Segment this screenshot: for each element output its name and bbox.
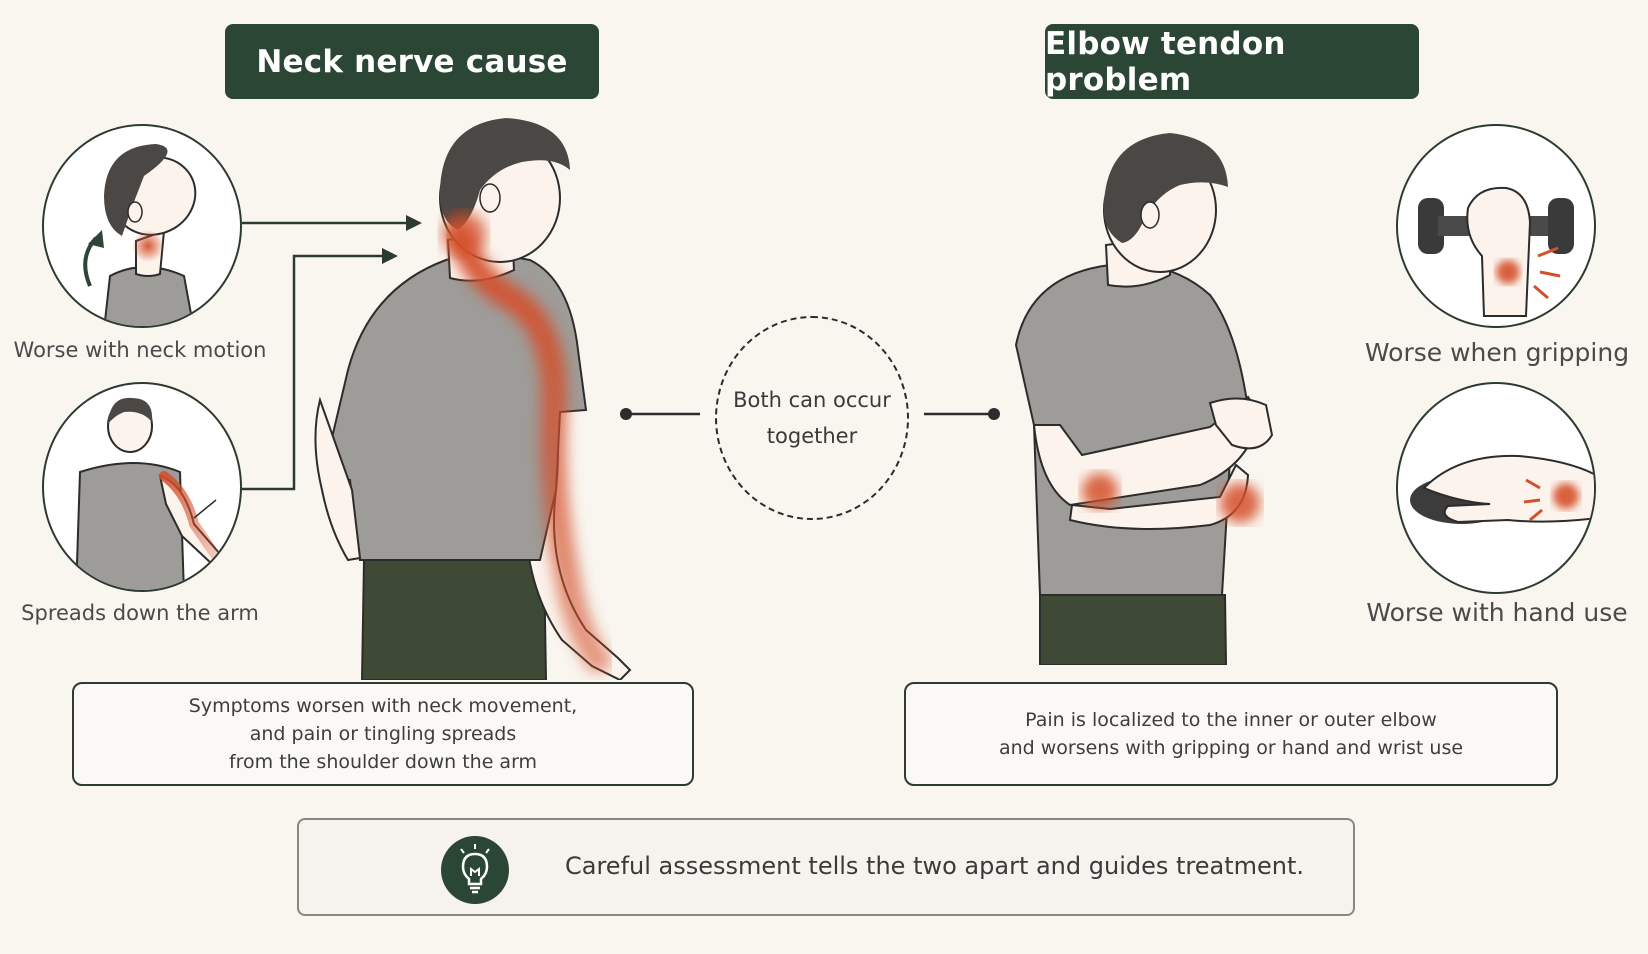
arm-spread-inset [42, 382, 242, 592]
dumbbell-grip-illustration [1418, 186, 1574, 317]
neck-motion-caption: Worse with neck motion [13, 338, 267, 362]
elbow-tendon-info-box: Pain is localized to the inner or outer … [904, 682, 1558, 786]
both-together-line1: Both can occur [733, 388, 891, 412]
arm-spread-illustration [75, 397, 222, 590]
both-together-line2: together [766, 424, 858, 448]
both-together-circle: Both can occur together [715, 316, 909, 520]
arm-spread-caption: Spreads down the arm [21, 601, 259, 625]
hand-use-caption: Worse with hand use [1366, 598, 1628, 627]
gripping-caption: Worse when gripping [1364, 338, 1630, 367]
inner-elbow-pain [1082, 473, 1118, 509]
elbow-info-line-2: and worsens with gripping or hand and wr… [998, 737, 1464, 759]
neck-nerve-info-box: Symptoms worsen with neck movement, and … [72, 682, 694, 786]
neck-nerve-header: Neck nerve cause [225, 24, 599, 99]
elbow-info-line-1: Pain is localized to the inner or outer … [1025, 709, 1437, 731]
arrow-head-bottom [382, 248, 398, 264]
hand-use-inset [1396, 382, 1596, 594]
neck-info-line-1: Symptoms worsen with neck movement, [188, 695, 578, 717]
center-dot-right [988, 408, 1000, 420]
neck-nerve-figure [314, 118, 632, 680]
elbow-tendon-header: Elbow tendon problem [1045, 24, 1419, 99]
neck-motion-illustration [83, 144, 197, 326]
elbow-tendon-figure [1014, 133, 1274, 665]
neck-info-line-3: from the shoulder down the arm [228, 751, 538, 773]
center-dot-left [620, 408, 632, 420]
outer-elbow-pain [1220, 483, 1260, 523]
elbow-tendon-header-text: Elbow tendon problem [1045, 25, 1286, 98]
dumbbell-icon [1418, 198, 1444, 254]
arrow-line-bottom [242, 254, 384, 491]
neck-motion-inset [42, 124, 242, 328]
gripping-inset [1396, 124, 1596, 328]
arrow-head-top [406, 215, 422, 231]
assessment-tip-text: Careful assessment tells the two apart a… [565, 852, 1305, 880]
lightbulb-icon [441, 836, 509, 904]
assessment-tip-box: Careful assessment tells the two apart a… [297, 818, 1355, 916]
neck-nerve-header-text: Neck nerve cause [256, 43, 568, 80]
neck-info-line-2: and pain or tingling spreads [249, 723, 517, 745]
mouse-hand-illustration [1410, 454, 1594, 524]
